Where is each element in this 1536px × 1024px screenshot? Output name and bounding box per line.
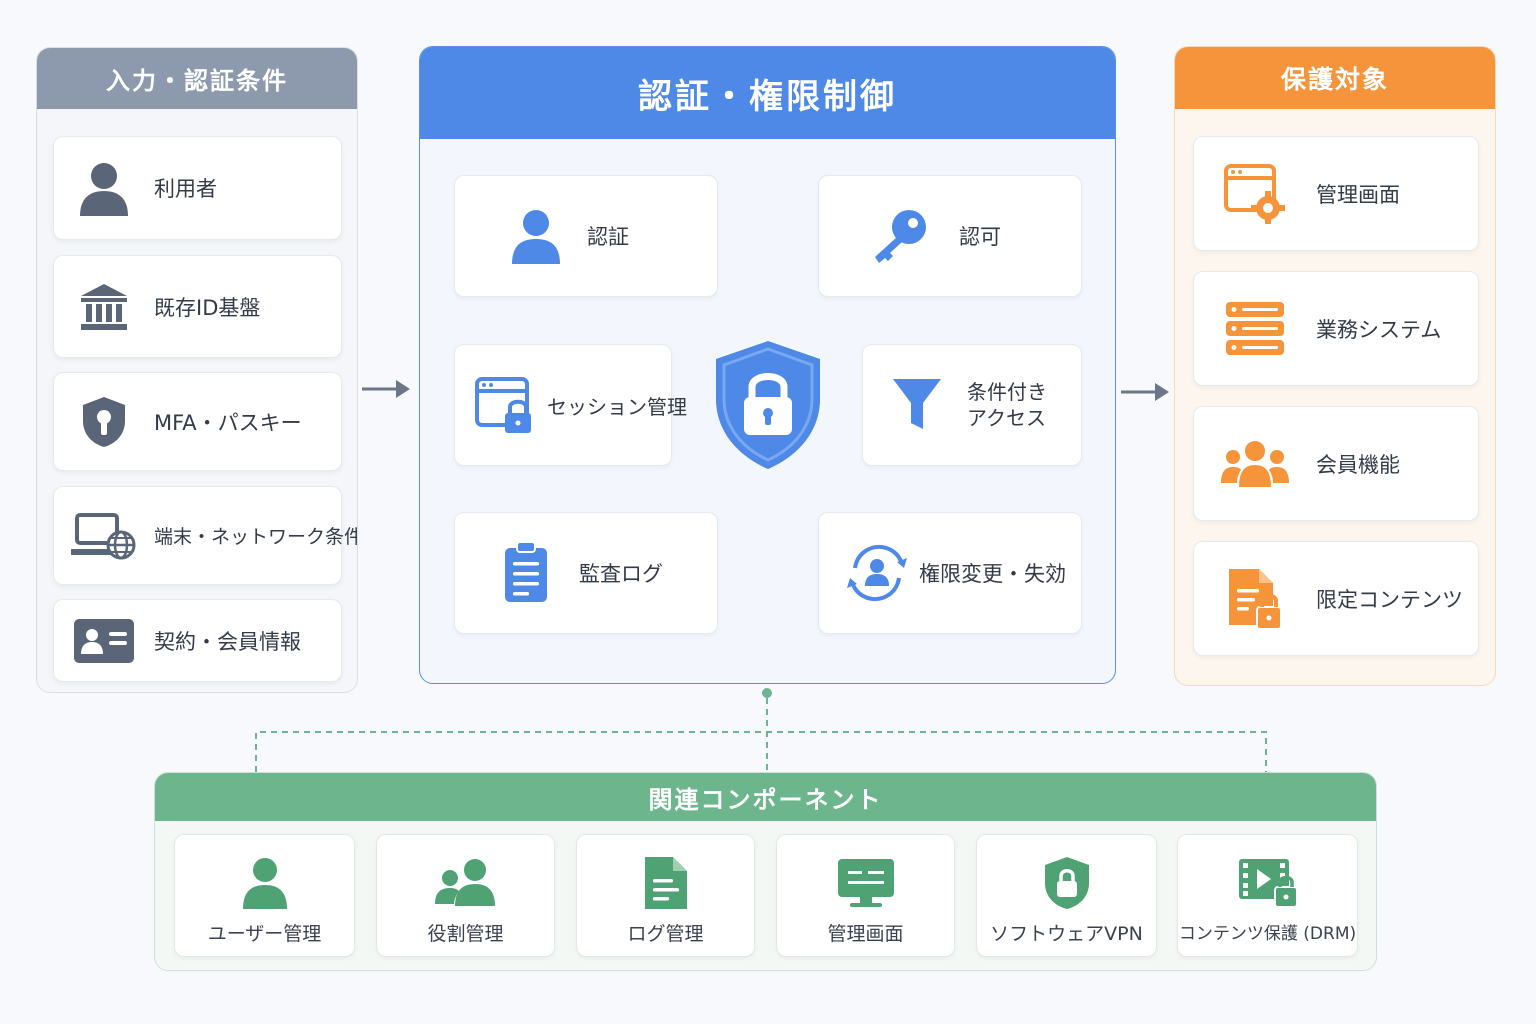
card-authentication: 認証 [454,175,718,297]
card-existing-id: 既存ID基盤 [53,255,342,358]
card-device-network-label: 端末・ネットワーク条件 [154,526,358,548]
input-conditions-title: 入力・認証条件 [37,48,357,109]
card-mfa: MFA・パスキー [53,372,342,471]
group-icon [1194,439,1316,489]
card-admin-screen-label: 管理画面 [1316,182,1400,207]
comp-user-management: ユーザー管理 [174,834,355,957]
card-conditional-access-label-2: アクセス [967,406,1046,430]
card-conditional-access-label-1: 条件付き [967,380,1047,404]
auth-control-title: 認証・権限制御 [420,47,1115,139]
related-components-title: 関連コンポーネント [155,773,1376,821]
input-conditions-panel: 入力・認証条件 利用者 既存ID基盤 MFA・パスキー 端末・ネットワーク条件 … [36,47,358,693]
card-mfa-label: MFA・パスキー [154,410,302,435]
film-lock-icon [1178,835,1357,915]
comp-user-management-label: ユーザー管理 [207,923,322,945]
card-audit-log: 監査ログ [454,512,718,634]
arrow-right-icon [362,380,410,398]
shield-lock-icon [712,339,824,471]
user-icon [175,835,354,915]
id-card-icon [54,618,154,663]
card-business-system-label: 業務システム [1316,317,1442,342]
card-user: 利用者 [53,136,342,240]
comp-admin-screen: 管理画面 [776,834,955,957]
card-contract-label: 契約・会員情報 [154,629,301,654]
card-permission-change: 権限変更・失効 [818,512,1082,634]
card-authorization: 認可 [818,175,1082,297]
comp-log-management-label: ログ管理 [627,923,704,945]
shield-key-icon [54,395,154,449]
related-components-panel: 関連コンポーネント ユーザー管理 役割管理 ログ管理 管理画面 ソフトウェアVP… [154,772,1377,971]
laptop-globe-icon [54,511,154,561]
comp-admin-screen-label: 管理画面 [827,923,904,945]
card-permission-change-label: 権限変更・失効 [919,562,1066,586]
comp-role-management: 役割管理 [376,834,555,957]
auth-control-panel: 認証・権限制御 認証 認可 セッション管理 条件付き アクセス 監 [419,46,1116,684]
clipboard-icon [455,542,579,604]
card-session: セッション管理 [454,344,687,466]
window-lock-icon [455,377,547,433]
comp-log-management: ログ管理 [576,834,755,957]
card-authentication-label: 認証 [587,225,629,249]
card-authorization-label: 認可 [959,225,1001,249]
filter-icon [863,379,967,431]
card-conditional-access: 条件付き アクセス [862,344,1082,466]
card-restricted-content: 限定コンテンツ [1193,541,1479,656]
comp-content-protection: コンテンツ保護 (DRM) [1177,834,1358,957]
monitor-icon [777,835,954,915]
user-icon [455,208,587,264]
server-icon [1194,301,1316,356]
institution-icon [54,282,154,332]
users-icon [377,835,554,915]
card-session-label: セッション管理 [547,394,687,419]
comp-content-protection-label: コンテンツ保護 (DRM) [1178,924,1357,944]
card-audit-log-label: 監査ログ [579,562,663,586]
card-existing-id-label: 既存ID基盤 [154,295,261,320]
protected-targets-title: 保護対象 [1175,47,1495,109]
comp-software-vpn-label: ソフトウェアVPN [990,923,1143,945]
document-icon [577,835,754,915]
shield-lock-icon [977,835,1156,915]
card-business-system: 業務システム [1193,271,1479,386]
comp-role-management-label: 役割管理 [427,923,504,945]
comp-software-vpn: ソフトウェアVPN [976,834,1157,957]
window-gear-icon [1194,163,1316,224]
card-device-network: 端末・ネットワーク条件 [53,486,357,585]
card-admin-screen: 管理画面 [1193,136,1479,251]
user-refresh-icon [819,542,919,604]
card-contract: 契約・会員情報 [53,599,342,682]
protected-targets-panel: 保護対象 管理画面 業務システム 会員機能 限定コンテンツ [1174,46,1496,686]
card-restricted-content-label: 限定コンテンツ [1316,587,1463,612]
arrow-right-icon [1121,383,1169,401]
key-icon [819,207,959,265]
card-member-features-label: 会員機能 [1316,452,1400,477]
card-member-features: 会員機能 [1193,406,1479,521]
connector-lines [255,688,1267,772]
user-icon [54,160,154,216]
card-user-label: 利用者 [154,177,217,201]
document-lock-icon [1194,567,1316,631]
